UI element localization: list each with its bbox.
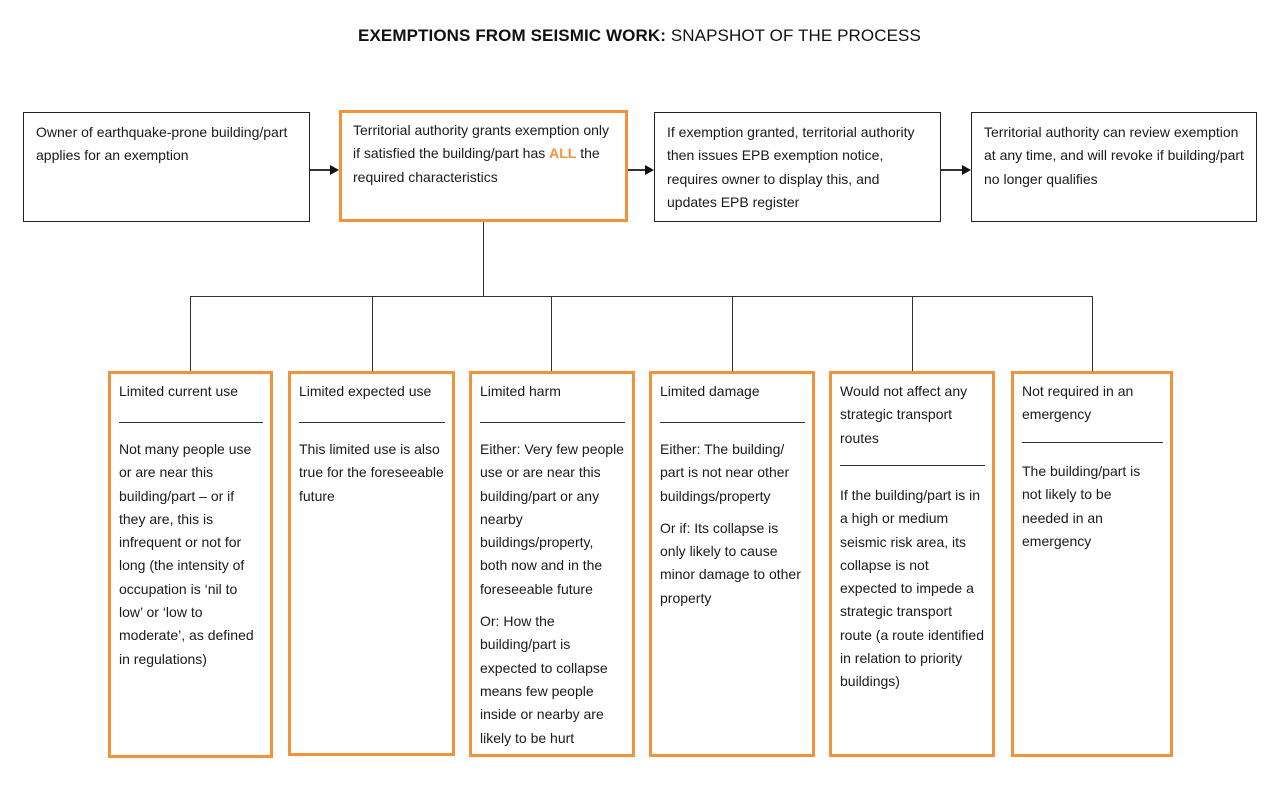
- criterion-divider: [480, 422, 625, 423]
- criterion-heading: Would not affect any strategic transport…: [840, 383, 968, 446]
- criterion-strategic-transport: Would not affect any strategic transport…: [829, 371, 995, 757]
- process-step-grant-text: Territorial authority grants exemption o…: [353, 119, 615, 189]
- criterion-heading: Limited harm: [480, 383, 561, 399]
- criterion-divider: [1022, 442, 1163, 443]
- criterion-paragraph: The building/part is not likely to be ne…: [1022, 463, 1141, 549]
- criterion-limited-current-use: Limited current use Not many people use …: [108, 371, 273, 758]
- criterion-divider: [840, 465, 985, 466]
- arrow-head-3: [962, 165, 971, 175]
- criterion-body: Either: The building/ part is not near o…: [660, 438, 804, 619]
- grant-text-before: Territorial authority grants exemption o…: [353, 122, 610, 162]
- connector-bus: [190, 296, 1093, 297]
- arrow-line-1: [310, 169, 331, 171]
- criterion-divider: [660, 422, 805, 423]
- title-regular: SNAPSHOT OF THE PROCESS: [670, 26, 921, 45]
- criterion-body: This limited use is also true for the fo…: [299, 438, 444, 517]
- criterion-divider: [119, 422, 263, 423]
- connector-drop-1: [190, 296, 191, 372]
- arrow-line-3: [941, 169, 963, 171]
- process-step-review: Territorial authority can review exempti…: [971, 112, 1257, 222]
- criterion-heading: Limited current use: [119, 383, 239, 399]
- criterion-limited-damage: Limited damage Either: The building/ par…: [649, 371, 815, 757]
- criterion-paragraph: Either: Very few people use or are near …: [480, 441, 624, 597]
- connector-drop-5: [912, 296, 913, 372]
- criterion-body: If the building/part is in a high or med…: [840, 484, 984, 703]
- process-step-notice: If exemption granted, territorial author…: [654, 112, 941, 222]
- criterion-paragraph: This limited use is also true for the fo…: [299, 441, 444, 504]
- process-step-review-text: Territorial authority can review exempti…: [984, 124, 1244, 187]
- arrow-head-2: [645, 165, 654, 175]
- criterion-paragraph: Or: How the building/part is expected to…: [480, 613, 608, 746]
- criterion-body: Not many people use or are near this bui…: [119, 438, 262, 680]
- criterion-body: Either: Very few people use or are near …: [480, 438, 624, 759]
- diagram-title: EXEMPTIONS FROM SEISMIC WORK: SNAPSHOT O…: [0, 26, 1279, 46]
- grant-text-after: the required characteristics: [353, 145, 600, 185]
- process-step-grant: Territorial authority grants exemption o…: [339, 110, 628, 222]
- criterion-paragraph: Not many people use or are near this bui…: [119, 441, 254, 667]
- criterion-heading: Not required in an emergency: [1022, 383, 1134, 423]
- connector-drop-3: [551, 296, 552, 372]
- process-step-apply-text: Owner of earthquake-prone building/part …: [36, 124, 288, 164]
- criterion-paragraph: If the building/part is in a high or med…: [840, 487, 984, 690]
- criterion-body: The building/part is not likely to be ne…: [1022, 460, 1162, 562]
- connector-drop-6: [1092, 296, 1093, 372]
- process-step-apply: Owner of earthquake-prone building/part …: [23, 112, 310, 222]
- criterion-heading: Limited damage: [660, 383, 760, 399]
- process-step-notice-text: If exemption granted, territorial author…: [667, 124, 915, 210]
- criterion-limited-harm: Limited harm Either: Very few people use…: [469, 371, 635, 757]
- criterion-heading: Limited expected use: [299, 383, 432, 399]
- title-bold: EXEMPTIONS FROM SEISMIC WORK:: [358, 26, 666, 45]
- grant-emphasis: ALL: [549, 145, 577, 162]
- connector-trunk: [483, 222, 484, 296]
- criterion-limited-expected-use: Limited expected use This limited use is…: [288, 371, 455, 756]
- connector-drop-2: [372, 296, 373, 372]
- criterion-paragraph: Either: The building/ part is not near o…: [660, 441, 790, 504]
- criterion-emergency: Not required in an emergency The buildin…: [1011, 371, 1173, 757]
- criterion-divider: [299, 422, 445, 423]
- criterion-paragraph: Or if: Its collapse is only likely to ca…: [660, 519, 801, 606]
- arrow-line-2: [628, 169, 646, 171]
- connector-drop-4: [732, 296, 733, 372]
- arrow-head-1: [330, 165, 339, 175]
